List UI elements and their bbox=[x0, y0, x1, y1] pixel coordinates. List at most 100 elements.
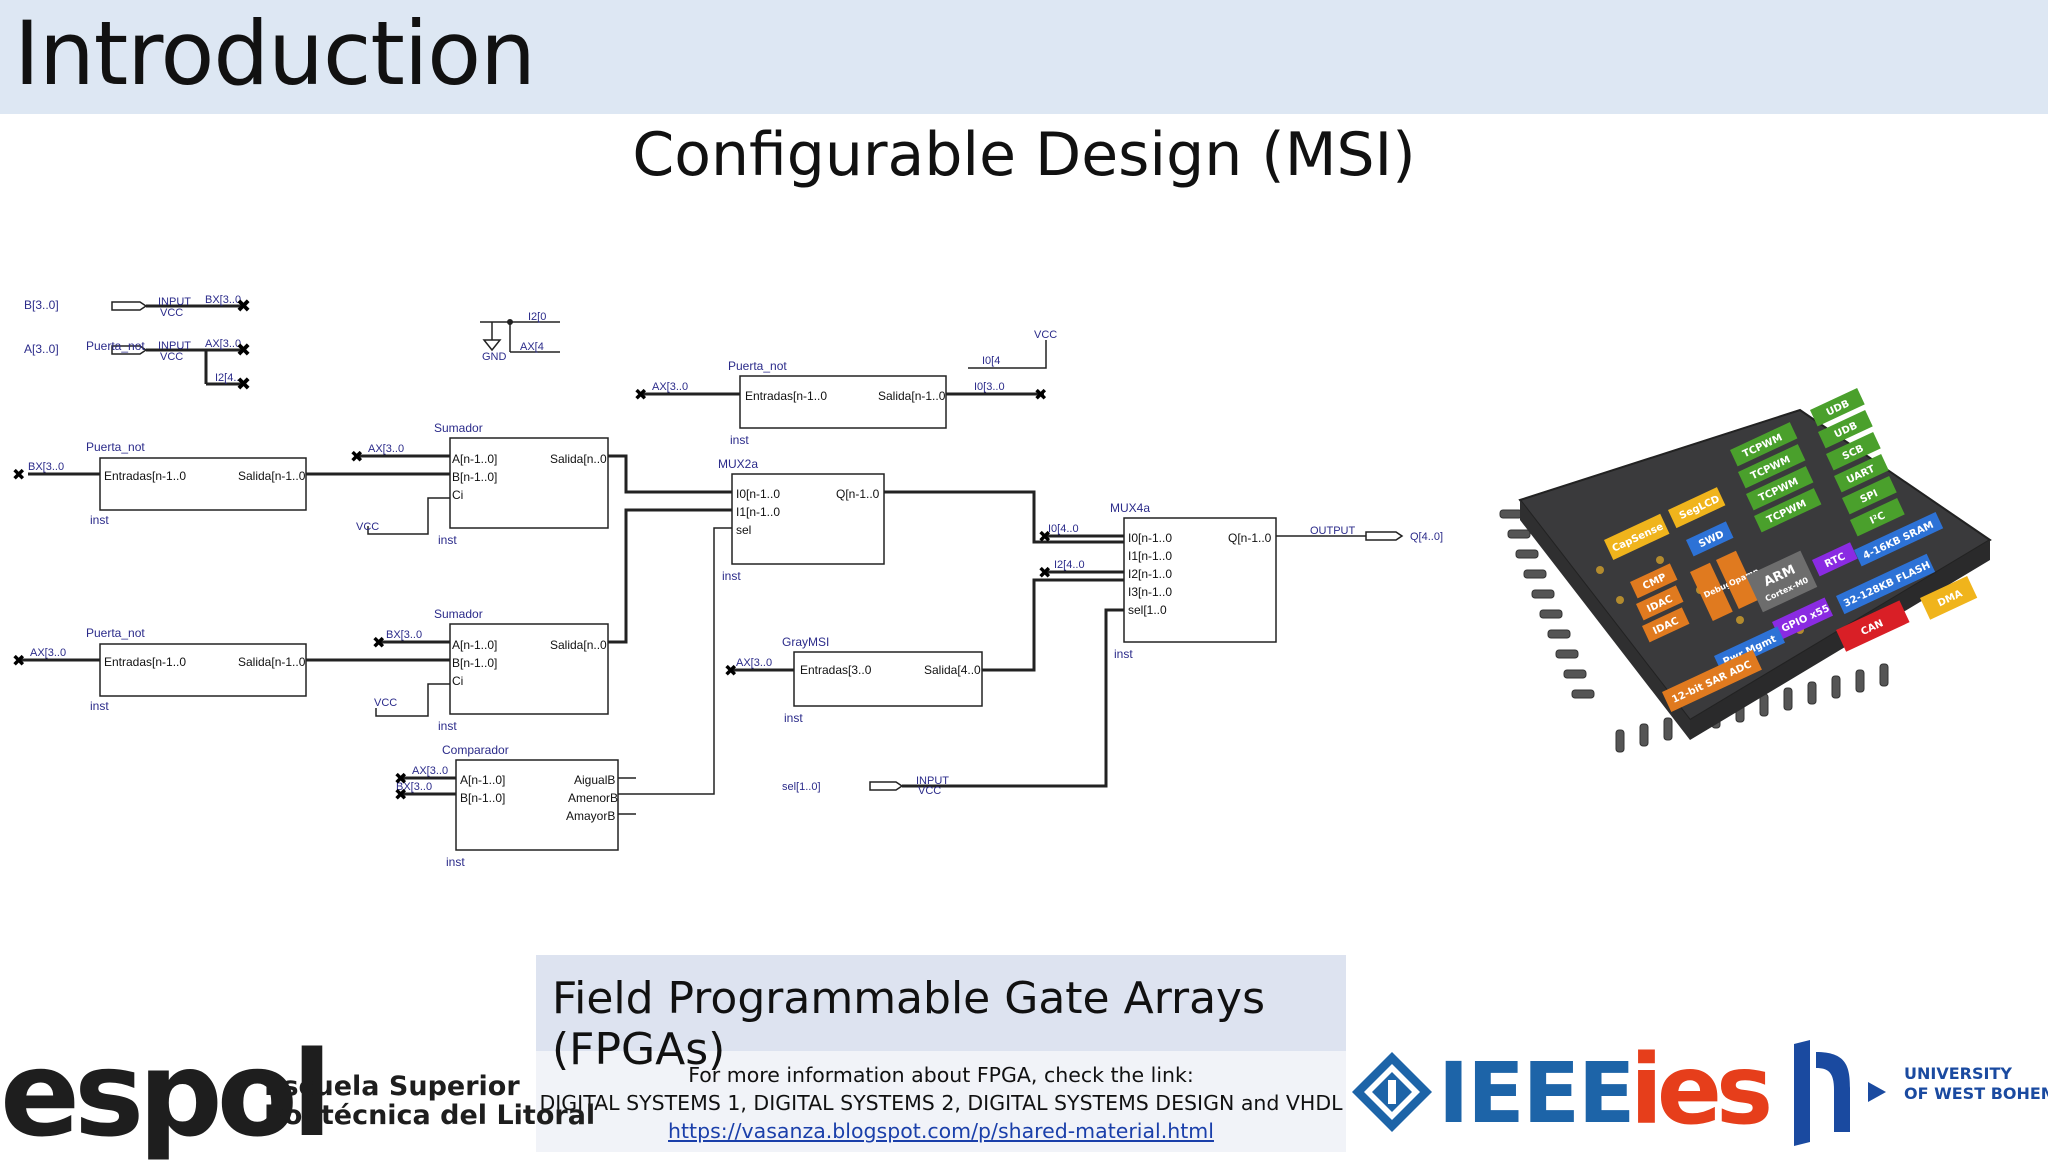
svg-text:✖: ✖ bbox=[394, 787, 407, 804]
sum-top-a: A[n-1..0] bbox=[452, 452, 497, 466]
comp-a: A[n-1..0] bbox=[460, 773, 505, 787]
comp-b: B[n-1..0] bbox=[460, 791, 505, 805]
mux4-i1: I1[n-1..0 bbox=[1128, 549, 1172, 563]
wire-label-ax3: AX[3..0 bbox=[368, 443, 404, 455]
mux4-i3: I3[n-1..0 bbox=[1128, 585, 1172, 599]
comp-o2: AmenorB bbox=[568, 791, 618, 805]
wire-label-i0-4: I0[4 bbox=[982, 355, 1000, 367]
mux2-label: MUX2a bbox=[718, 457, 758, 471]
inst-label: inst bbox=[90, 513, 109, 527]
comp-o3: AmayorB bbox=[566, 809, 615, 823]
wire-label-bx4: BX[3..0 bbox=[396, 781, 432, 793]
wire-label-i0-3: I0[3..0 bbox=[974, 381, 1005, 393]
wire-label-i0-4b: I0[4..0 bbox=[1048, 523, 1079, 535]
mux4-i0: I0[n-1..0 bbox=[1128, 531, 1172, 545]
fpga-box-header: Field Programmable Gate Arrays (FPGAs) bbox=[536, 955, 1346, 1075]
not-bottom-label: Puerta_not bbox=[86, 626, 145, 640]
output-tag: OUTPUT bbox=[1310, 525, 1356, 537]
svg-text:✖: ✖ bbox=[634, 387, 647, 404]
svg-text:✖: ✖ bbox=[350, 449, 363, 466]
not-top-out: Salida[n-1..0 bbox=[238, 469, 306, 483]
not-top-label: Puerta_not bbox=[86, 440, 145, 454]
inst-label: inst bbox=[438, 719, 457, 733]
svg-text:✖: ✖ bbox=[236, 340, 251, 360]
sum-bottom-out: Salida[n..0 bbox=[550, 638, 607, 652]
svg-text:✖: ✖ bbox=[372, 635, 385, 652]
info-line-1: For more information about FPGA, check t… bbox=[688, 1063, 1194, 1087]
ieee-wordmark: IEEE bbox=[1438, 1044, 1635, 1142]
espol-line-2: Politécnica del Litoral bbox=[264, 1100, 596, 1131]
wire-label-ax: AX[3..0 bbox=[205, 338, 241, 350]
wire-label-ax4b: AX[3..0 bbox=[652, 381, 688, 393]
microcontroller-chip-image: UDB UDB SCB UART SPI I²C TCPWM TCPWM TCP… bbox=[1499, 388, 1992, 753]
uwb-emblem-icon bbox=[1794, 1040, 1886, 1146]
wire-label-i2: I2[4.. bbox=[215, 372, 239, 384]
not-bottom-in: Entradas[n-1..0 bbox=[104, 655, 186, 669]
fpga-box-body: For more information about FPGA, check t… bbox=[536, 1051, 1346, 1152]
wire-label-bx2: BX[3..0 bbox=[28, 461, 64, 473]
input-a-label: A[3..0] bbox=[24, 342, 59, 356]
not-right-out: Salida[n-1..0 bbox=[878, 389, 946, 403]
svg-text:✖: ✖ bbox=[12, 467, 25, 484]
mux2-i0: I0[n-1..0 bbox=[736, 487, 780, 501]
sum-bottom-label: Sumador bbox=[434, 607, 483, 621]
svg-text:✖: ✖ bbox=[1038, 565, 1051, 582]
not-bottom-out: Salida[n-1..0 bbox=[238, 655, 306, 669]
gray-out: Salida[4..0 bbox=[924, 663, 981, 677]
inst-label: inst bbox=[784, 711, 803, 725]
svg-text:✖: ✖ bbox=[236, 374, 251, 394]
inst-label: inst bbox=[90, 699, 109, 713]
output-q-label: Q[4..0] bbox=[1410, 531, 1443, 543]
ies-wordmark: ies bbox=[1630, 1034, 1773, 1146]
espol-institution-name: Escuela Superior Politécnica del Litoral bbox=[264, 1072, 595, 1130]
mux2-q: Q[n-1..0 bbox=[836, 487, 880, 501]
not-right-label: Puerta_not bbox=[728, 359, 787, 373]
input-b-label: B[3..0] bbox=[24, 298, 59, 312]
input-tag: INPUT bbox=[916, 775, 949, 787]
fpga-box-title: Field Programmable Gate Arrays (FPGAs) bbox=[552, 973, 1266, 1075]
vcc-tag: VCC bbox=[918, 785, 941, 797]
svg-text:✖: ✖ bbox=[236, 296, 251, 316]
inst-label: inst bbox=[438, 533, 457, 547]
svg-text:✖: ✖ bbox=[1034, 387, 1047, 404]
wire-label-i2-4b: I2[4..0 bbox=[1054, 559, 1085, 571]
inst-label: inst bbox=[446, 855, 465, 869]
shared-material-link[interactable]: https://vasanza.blogspot.com/p/shared-ma… bbox=[668, 1119, 1214, 1143]
vcc-tag: VCC bbox=[160, 307, 183, 319]
inst-label: inst bbox=[722, 569, 741, 583]
sum-bottom-ci: Ci bbox=[452, 674, 463, 688]
uwb-name: UNIVERSITY OF WEST BOHEMIA bbox=[1904, 1064, 2048, 1104]
slide-header: Introduction bbox=[0, 0, 2048, 114]
not-right-in: Entradas[n-1..0 bbox=[745, 389, 827, 403]
wire-label-ax5: AX[3..0 bbox=[736, 657, 772, 669]
sum-bottom-b: B[n-1..0] bbox=[452, 656, 497, 670]
vcc-tag: VCC bbox=[356, 521, 379, 533]
svg-text:✖: ✖ bbox=[394, 771, 407, 788]
vcc-tag: VCC bbox=[374, 697, 397, 709]
slide-subtitle: Configurable Design (MSI) bbox=[632, 120, 1416, 190]
mux2-i1: I1[n-1..0 bbox=[736, 505, 780, 519]
comp-o1: AigualB bbox=[574, 773, 615, 787]
svg-text:✖: ✖ bbox=[12, 653, 25, 670]
wire-label-ax4: AX[4 bbox=[520, 341, 544, 353]
slide-title: Introduction bbox=[14, 2, 536, 105]
uwb-line-1: UNIVERSITY bbox=[1904, 1064, 2012, 1083]
not-top-in: Entradas[n-1..0 bbox=[104, 469, 186, 483]
svg-text:✖: ✖ bbox=[724, 663, 737, 680]
vcc-tag: VCC bbox=[160, 351, 183, 363]
mux4-i2: I2[n-1..0 bbox=[1128, 567, 1172, 581]
gray-in: Entradas[3..0 bbox=[800, 663, 872, 677]
inst-label: inst bbox=[1114, 647, 1133, 661]
input-tag: INPUT bbox=[158, 296, 191, 308]
inst-label: inst bbox=[730, 433, 749, 447]
espol-line-1: Escuela Superior bbox=[264, 1071, 520, 1102]
svg-text:✖: ✖ bbox=[1038, 529, 1051, 546]
sum-top-label: Sumador bbox=[434, 421, 483, 435]
wire-label-bx3: BX[3..0 bbox=[386, 629, 422, 641]
mux4-label: MUX4a bbox=[1110, 501, 1150, 515]
ieee-diamond-icon bbox=[1352, 1052, 1432, 1132]
sum-top-b: B[n-1..0] bbox=[452, 470, 497, 484]
wire-label-ax2: AX[3..0 bbox=[30, 647, 66, 659]
wire-label-ax6: AX[3..0 bbox=[412, 765, 448, 777]
fpga-info-box: Field Programmable Gate Arrays (FPGAs) F… bbox=[536, 955, 1346, 1152]
